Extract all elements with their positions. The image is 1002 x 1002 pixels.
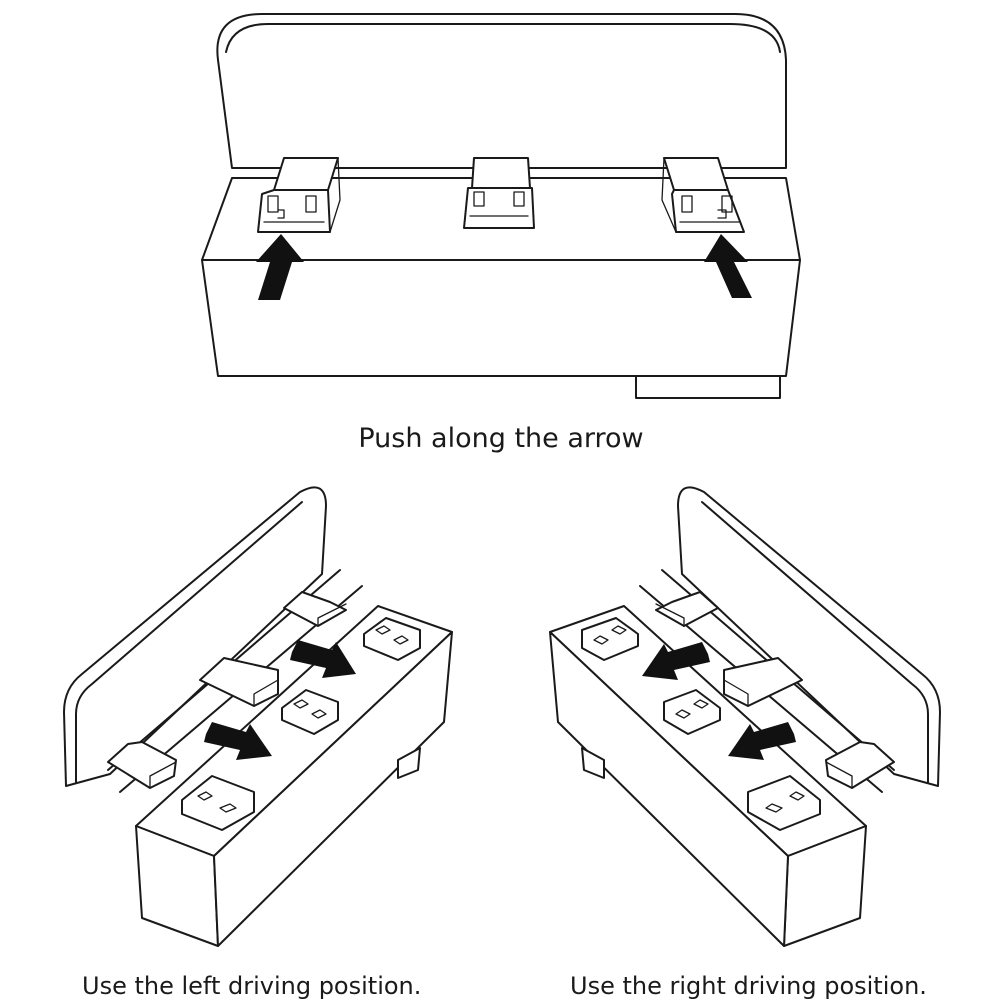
right-panel-plug-middle	[723, 657, 803, 707]
top-back-panel	[216, 13, 787, 169]
right-box-side-face	[549, 631, 789, 947]
left-panel-plug-bottom	[107, 741, 177, 789]
right-box-plug-2	[663, 689, 721, 735]
up-arrow-right-icon	[704, 234, 752, 298]
right-box-foot	[581, 747, 605, 779]
left-panel-plug-middle	[199, 657, 279, 707]
caption-right-driving-position: Use the right driving position.	[570, 972, 927, 1000]
up-arrow-left-icon	[256, 234, 304, 300]
top-plug-left	[257, 157, 341, 233]
top-plug-middle	[463, 157, 535, 229]
left-position-illustration	[63, 486, 453, 947]
top-plug-right	[661, 157, 745, 233]
right-position-illustration	[549, 486, 941, 947]
top-device-illustration	[201, 13, 801, 399]
left-back-panel	[63, 486, 327, 787]
right-panel-plug-bottom	[825, 741, 895, 789]
caption-push-along-arrow: Push along the arrow	[358, 423, 644, 454]
top-box-front-face	[201, 259, 801, 377]
left-box-foot	[397, 747, 421, 779]
left-panel-plug-top	[283, 591, 347, 627]
right-back-panel	[677, 486, 941, 787]
right-arrow-lower-icon	[728, 722, 796, 760]
right-panel-plug-top	[655, 591, 719, 627]
right-arrow-upper-icon	[642, 642, 710, 680]
left-box-plug-2	[281, 689, 339, 735]
left-box-side-face	[213, 631, 453, 947]
left-box-plug-3	[181, 775, 255, 831]
left-box-plug-1	[363, 617, 421, 661]
right-box-plug-1	[581, 617, 639, 661]
left-arrow-lower-icon	[204, 722, 272, 760]
caption-left-driving-position: Use the left driving position.	[82, 972, 422, 1000]
left-arrow-upper-icon	[290, 640, 356, 678]
right-box-plug-3	[747, 775, 821, 831]
